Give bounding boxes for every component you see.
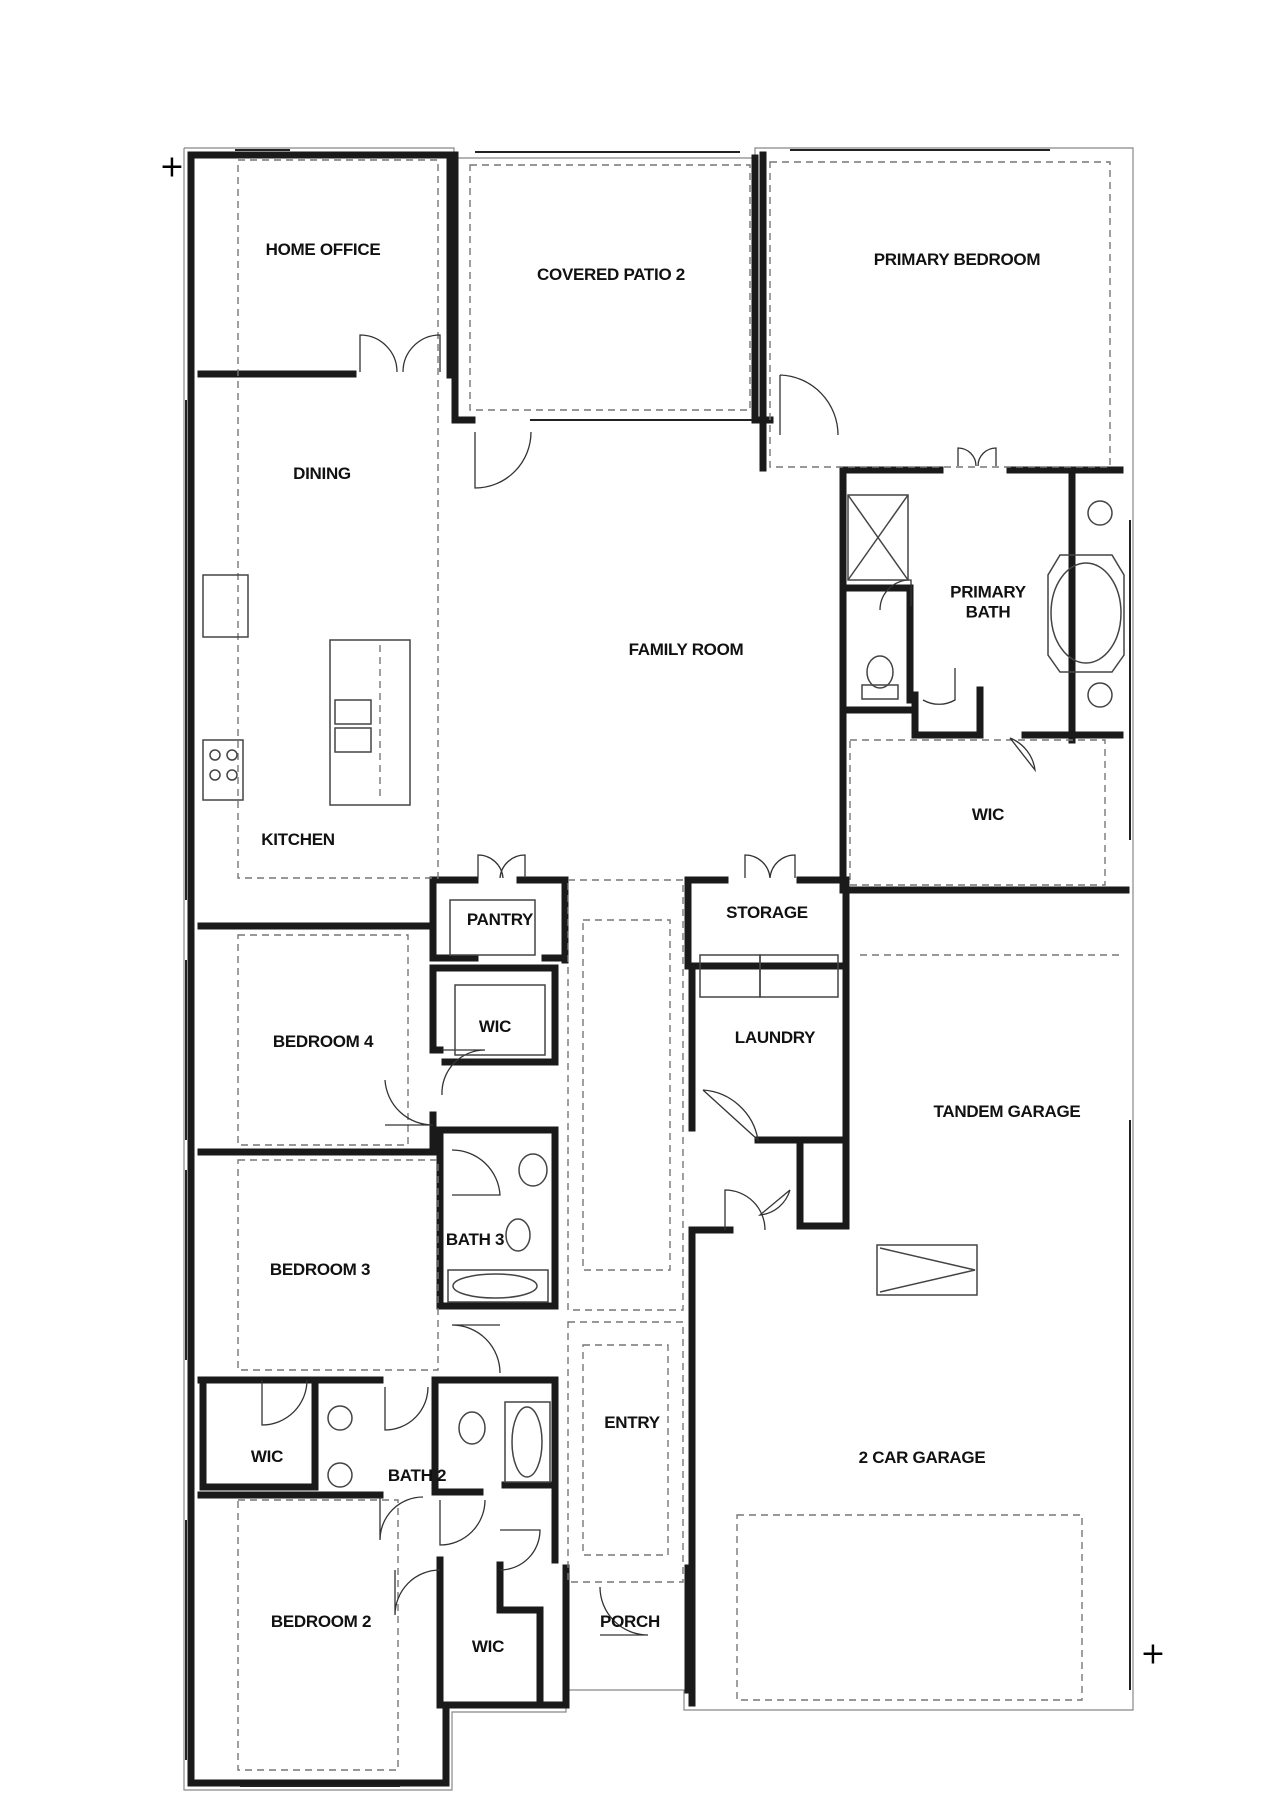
room-dining: DINING <box>293 463 351 483</box>
doors <box>261 334 1036 1636</box>
registration-mark-bottom-right: + <box>1140 1636 1166 1672</box>
room-family-room: FAMILY ROOM <box>628 639 744 659</box>
fixtures <box>202 494 1125 1488</box>
primary-bath-line2: BATH <box>965 603 1011 622</box>
room-bedroom-2: BEDROOM 2 <box>270 1611 372 1631</box>
room-wic-bedroom-2: WIC <box>471 1636 505 1656</box>
room-covered-patio: COVERED PATIO 2 <box>537 264 685 284</box>
room-laundry: LAUNDRY <box>734 1027 816 1047</box>
exterior-walls <box>183 147 1134 1791</box>
room-entry: ENTRY <box>604 1412 660 1432</box>
room-storage: STORAGE <box>726 902 808 922</box>
room-wic-bedroom-4: WIC <box>478 1016 512 1036</box>
room-bedroom-3: BEDROOM 3 <box>269 1259 371 1279</box>
room-2-car-garage: 2 CAR GARAGE <box>858 1447 986 1467</box>
windows <box>185 149 1131 1787</box>
room-wic-bedroom-3: WIC <box>250 1446 284 1466</box>
room-bath-3: BATH 3 <box>445 1229 505 1249</box>
room-porch: PORCH <box>600 1611 660 1631</box>
room-wic-primary: WIC <box>971 804 1005 824</box>
room-home-office: HOME OFFICE <box>265 239 381 259</box>
room-primary-bath: PRIMARY BATH <box>933 583 1043 624</box>
room-kitchen: KITCHEN <box>261 829 335 849</box>
room-pantry: PANTRY <box>466 909 534 929</box>
room-tandem-garage: TANDEM GARAGE <box>933 1101 1081 1121</box>
room-primary-bedroom: PRIMARY BEDROOM <box>873 249 1041 269</box>
registration-mark-top-left: + <box>159 149 185 185</box>
interior-walls <box>197 151 1130 1709</box>
room-bedroom-4: BEDROOM 4 <box>272 1031 374 1051</box>
primary-bath-line1: PRIMARY <box>950 582 1026 602</box>
room-bath-2: BATH 2 <box>387 1465 447 1485</box>
ceiling-lines <box>237 159 1120 1771</box>
